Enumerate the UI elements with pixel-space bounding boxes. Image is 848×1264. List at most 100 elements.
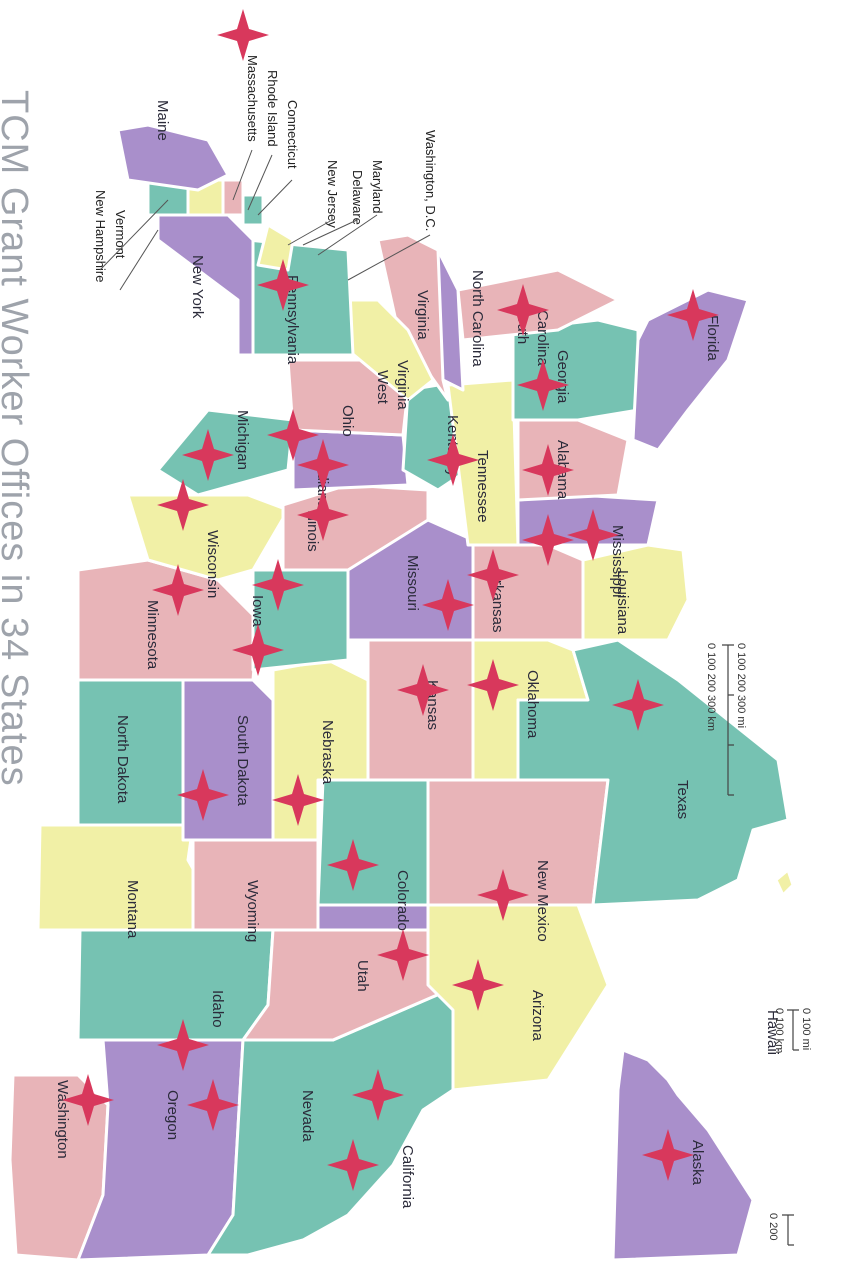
label-oklahoma: Oklahoma (524, 670, 541, 739)
label-new-hampshire: New Hampshire (93, 190, 108, 282)
map-title: TCM Grant Worker Offices in 34 States (0, 90, 35, 787)
label-hawaii: Hawaii (764, 1010, 781, 1055)
state-connecticut (241, 193, 265, 227)
label-west: West (374, 370, 391, 405)
office-marker-11 (297, 489, 349, 541)
label-virginia: Virginia (414, 290, 431, 340)
state-arizona (426, 903, 610, 1092)
scale-bar-hawaii: 0 100 mi 0 100 km (773, 1008, 812, 1053)
state-florida (631, 288, 750, 452)
office-marker-31 (252, 559, 304, 611)
office-marker-22 (477, 869, 529, 921)
state-new-york (156, 213, 255, 357)
office-marker-18 (612, 679, 664, 731)
office-marker-8 (567, 509, 619, 561)
scale-main-mi: 0 100 200 300 mi (735, 643, 747, 728)
label-delaware: Delaware (350, 170, 365, 225)
label-minnesota: Minnesota (144, 600, 161, 670)
office-marker-6 (667, 289, 719, 341)
office-marker-29 (327, 1139, 379, 1191)
office-marker-14 (422, 579, 474, 631)
label-connecticut: Connecticut (285, 100, 300, 169)
office-marker-32 (157, 479, 209, 531)
office-marker-21 (327, 839, 379, 891)
office-marker-27 (187, 1079, 239, 1131)
label-georgia: Georgia (554, 350, 571, 404)
scale-main-km: 0 100 200 300 km (705, 643, 717, 731)
label-new-mexico: New Mexico (534, 860, 551, 942)
office-marker-20 (272, 774, 324, 826)
office-marker-26 (62, 1074, 114, 1126)
leader-massachusetts (232, 149, 253, 201)
state-new-mexico (426, 778, 610, 907)
office-marker-13 (232, 624, 284, 676)
leader-new-hampshire (99, 199, 169, 271)
office-marker-23 (157, 1019, 209, 1071)
office-marker-9 (182, 429, 234, 481)
office-marker-34 (267, 409, 319, 461)
office-marker-24 (377, 929, 429, 981)
office-marker-3 (427, 434, 479, 486)
state-minnesota (76, 558, 260, 682)
office-marker-33 (522, 514, 574, 566)
office-markers (62, 9, 719, 1191)
label-pennsylvania: Pennsylvania (284, 275, 301, 365)
label-oregon: Oregon (164, 1090, 181, 1140)
label-montana: Montana (124, 880, 141, 939)
scale-bar-main: 0 100 200 300 mi 0 100 200 300 km (705, 643, 747, 796)
label-california: California (399, 1145, 416, 1209)
label-arizona: Arizona (529, 990, 546, 1042)
label-florida: Florida (704, 315, 721, 362)
label-ohio: Ohio (339, 405, 356, 437)
state-idaho (76, 928, 275, 1042)
label-tennessee: Tennessee (474, 450, 491, 523)
leader-maryland (317, 214, 378, 256)
map-rotated-group: TCM Grant Worker Offices in 34 States (0, 9, 812, 1262)
state-wisconsin (126, 493, 290, 582)
leader-connecticut (257, 179, 293, 216)
office-marker-4 (497, 284, 549, 336)
office-marker-15 (467, 549, 519, 601)
label-washington: Washington (54, 1080, 71, 1159)
office-marker-30 (642, 1129, 694, 1181)
label-west-virginia: Virginia (394, 360, 411, 410)
state-new-jersey (256, 223, 295, 272)
label-iowa: Iowa (249, 595, 266, 627)
label-louisiana: Louisiana (614, 570, 631, 635)
state-kansas (366, 638, 475, 782)
office-marker-19 (177, 769, 229, 821)
label-maryland: Maryland (370, 160, 385, 213)
label-vermont: Vermont (113, 210, 128, 259)
label-utah: Utah (354, 960, 371, 992)
office-marker-5 (517, 359, 569, 411)
state-south-dakota (181, 678, 275, 842)
label-maine: Maine (154, 100, 171, 141)
state-louisiana (581, 543, 690, 642)
office-marker-10 (297, 439, 349, 491)
label-colorado: Colorado (394, 870, 411, 931)
office-marker-16 (397, 664, 449, 716)
office-marker-17 (467, 659, 519, 711)
office-marker-2 (257, 259, 309, 311)
label-michigan: Michigan (234, 410, 251, 470)
leader-delaware (302, 219, 358, 246)
label-carolina: Carolina (534, 310, 551, 367)
label-missouri: Missouri (404, 555, 421, 611)
label-wyoming: Wyoming (244, 880, 261, 942)
office-marker-28 (352, 1069, 404, 1121)
state-south-carolina (456, 268, 620, 342)
office-marker-1 (217, 9, 269, 61)
label-south-dakota: South Dakota (234, 715, 251, 807)
label-massachusetts: Massachusetts (245, 55, 260, 142)
label-washington-dc: Washington, D.C. (423, 130, 438, 231)
scale-alaska: 0 200 (767, 1213, 779, 1241)
leader-new-jersey (287, 219, 333, 246)
leader-vermont (119, 229, 159, 291)
office-marker-7 (522, 444, 574, 496)
state-hawaii (774, 868, 795, 897)
label-north-dakota: North Dakota (114, 715, 131, 804)
label-texas: Texas (674, 780, 691, 819)
leader-rhode-island (247, 154, 273, 211)
label-nebraska: Nebraska (319, 720, 336, 785)
